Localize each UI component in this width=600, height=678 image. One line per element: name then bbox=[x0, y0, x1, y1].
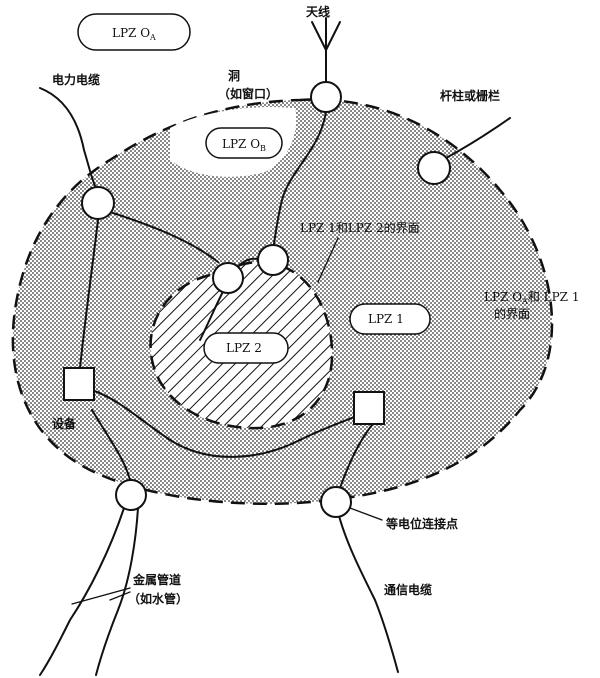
svg-text:LPZ OA: LPZ OA bbox=[112, 26, 156, 42]
bonding-point-antenna bbox=[310, 81, 342, 113]
comm-cable bbox=[337, 511, 399, 673]
antenna-icon bbox=[311, 17, 341, 83]
metal-pipe-1 bbox=[39, 507, 125, 676]
pipe-interior bbox=[91, 409, 131, 481]
interface-0a1-label: LPZ OA和 LPZ 1 bbox=[484, 290, 579, 306]
metal-pipe-2 bbox=[95, 507, 139, 676]
power-cable-label: 电力电缆 bbox=[52, 72, 100, 87]
zone-lpz-0b: LPZ OB bbox=[205, 127, 283, 159]
antenna-label: 天线 bbox=[306, 4, 330, 19]
leader-metal-pipe-2 bbox=[109, 591, 131, 601]
equipment-box-right bbox=[353, 391, 385, 425]
metal-pipe-label: 金属管道 bbox=[132, 572, 181, 587]
pole-fence-label: 杆柱或栅栏 bbox=[440, 88, 500, 103]
zone-lpz-1: LPZ 1 bbox=[349, 303, 431, 335]
zone-lpz-2: LPZ 2 bbox=[203, 332, 289, 364]
bonding-point-pole bbox=[417, 151, 451, 185]
power-cable-inner bbox=[109, 211, 219, 263]
leader-metal-pipe-1 bbox=[71, 587, 131, 605]
bonding-point-inner-2 bbox=[257, 244, 289, 276]
hole-note-label: （如窗口） bbox=[218, 86, 278, 101]
power-to-equipment bbox=[79, 219, 99, 369]
zone-lpz-2-label: LPZ 2 bbox=[226, 341, 262, 355]
equipment-box-left bbox=[63, 367, 95, 401]
interface-0a1-part-b: 和 LPZ 1 bbox=[528, 290, 580, 304]
bonding-point-power bbox=[81, 186, 115, 220]
interface-0a1-line2: 的界面 bbox=[494, 306, 530, 321]
metal-pipe-note-label: （如水管） bbox=[128, 591, 188, 606]
zone-lpz-1-label: LPZ 1 bbox=[368, 312, 404, 326]
equipment-cable-2 bbox=[339, 424, 373, 489]
leader-bonding bbox=[349, 507, 383, 521]
zone-lpz-0b-sub: B bbox=[260, 144, 266, 153]
zone-lpz-0b-label: LPZ O bbox=[222, 137, 260, 151]
zone-lpz-0a-sub: A bbox=[149, 33, 156, 42]
zone-lpz-0a-label: LPZ O bbox=[112, 26, 150, 40]
interface-0a1-sub: A bbox=[521, 297, 528, 306]
equipment-cable-1 bbox=[91, 389, 371, 458]
interface-0a1-part-a: LPZ O bbox=[484, 290, 522, 304]
svg-text:LPZ OB: LPZ OB bbox=[222, 137, 266, 153]
interface-12-label: LPZ 1和LPZ 2的界面 bbox=[300, 220, 420, 235]
comm-cable-label: 通信电缆 bbox=[384, 582, 432, 597]
hole-label: 洞 bbox=[228, 69, 240, 83]
leader-interface-12 bbox=[317, 237, 339, 283]
pole-fence-line bbox=[445, 117, 511, 159]
bonding-point-inner-1 bbox=[212, 262, 244, 294]
zone-lpz-0a: LPZ OA bbox=[77, 13, 191, 51]
antenna-cable bbox=[271, 111, 327, 259]
bonding-point-label: 等电位连接点 bbox=[385, 516, 458, 531]
equipment-label: 设备 bbox=[52, 416, 77, 431]
bonding-point-comm bbox=[320, 486, 352, 518]
power-cable-outer bbox=[39, 87, 97, 189]
bonding-point-pipe bbox=[115, 479, 147, 511]
